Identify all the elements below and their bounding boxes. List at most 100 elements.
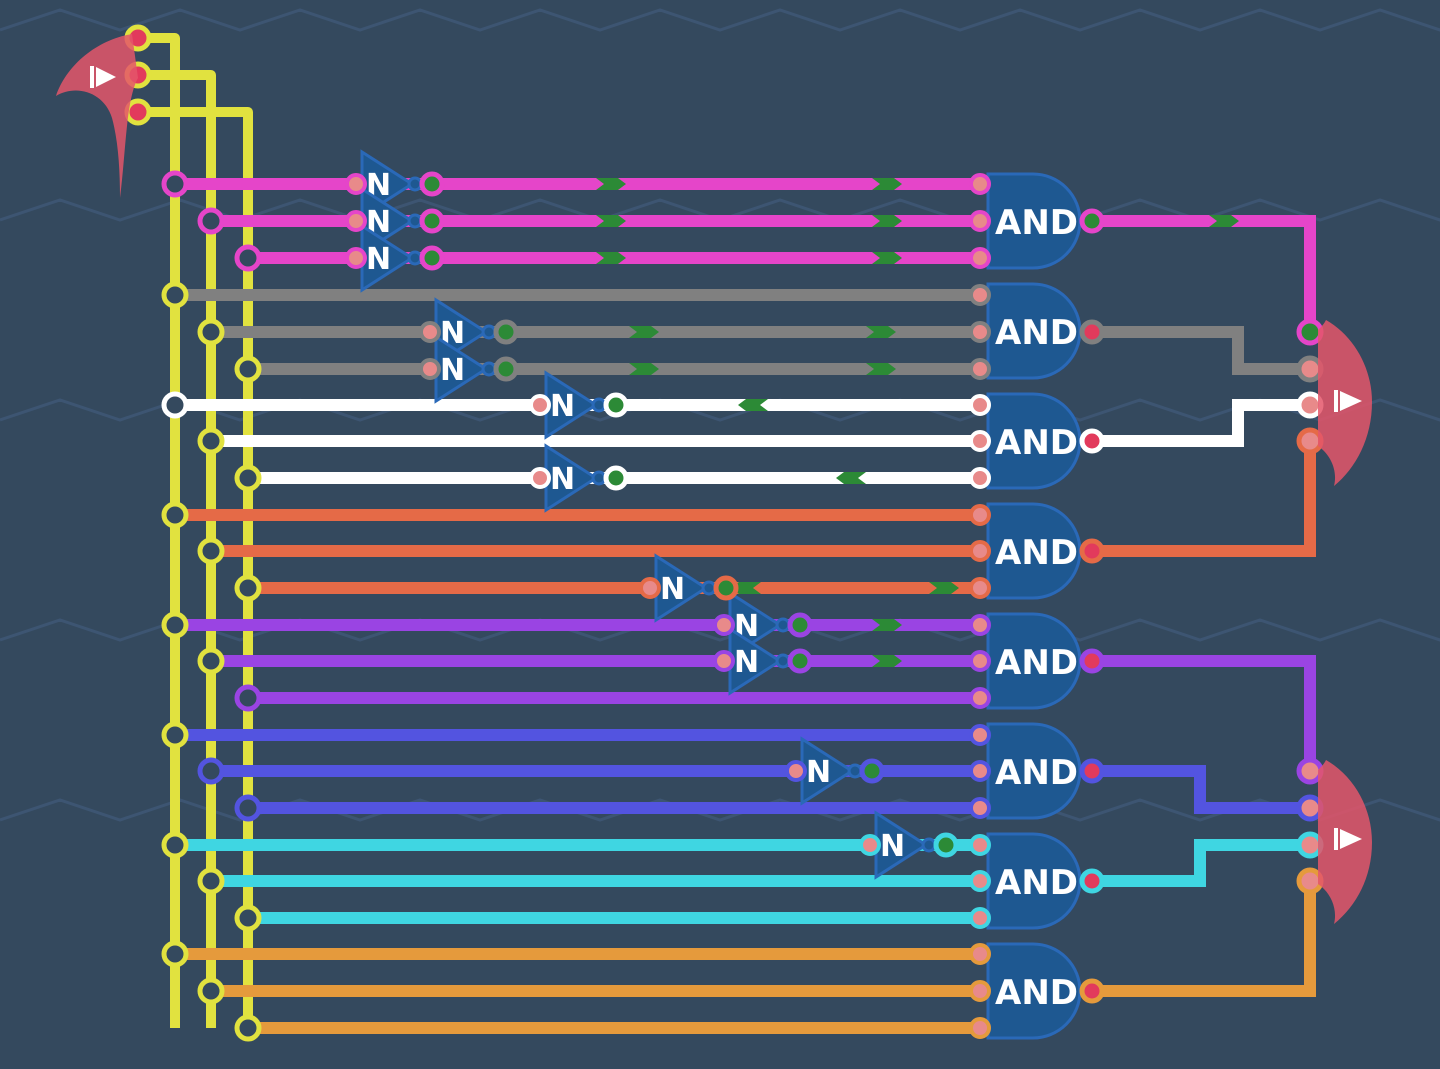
- input-node[interactable]: [56, 34, 138, 198]
- and-gate[interactable]: AND: [986, 942, 1082, 1040]
- not-output-port[interactable]: [933, 832, 959, 858]
- not-gate[interactable]: N: [800, 736, 863, 806]
- and-input-port[interactable]: [969, 358, 991, 380]
- and-output-port[interactable]: [1079, 208, 1105, 234]
- and-input-port[interactable]: [969, 687, 991, 709]
- not-output-port[interactable]: [603, 392, 629, 418]
- and-gate[interactable]: AND: [986, 282, 1082, 380]
- not-output-port[interactable]: [493, 356, 519, 382]
- bus-junction-port[interactable]: [197, 757, 225, 785]
- bus-junction-port[interactable]: [161, 391, 189, 419]
- not-input-port[interactable]: [419, 321, 441, 343]
- and-input-port[interactable]: [969, 577, 991, 599]
- output-node-port[interactable]: [1296, 831, 1324, 859]
- not-input-port[interactable]: [529, 467, 551, 489]
- not-input-port[interactable]: [419, 358, 441, 380]
- bus-junction-port[interactable]: [197, 427, 225, 455]
- and-input-port[interactable]: [969, 834, 991, 856]
- and-input-port[interactable]: [969, 394, 991, 416]
- bus-junction-port[interactable]: [234, 684, 262, 712]
- and-input-port[interactable]: [969, 760, 991, 782]
- and-input-port[interactable]: [969, 870, 991, 892]
- bus-junction-port[interactable]: [234, 355, 262, 383]
- not-gate[interactable]: N: [544, 443, 607, 513]
- not-input-port[interactable]: [713, 650, 735, 672]
- and-input-port[interactable]: [969, 321, 991, 343]
- not-output-port[interactable]: [787, 612, 813, 638]
- bus-junction-port[interactable]: [234, 1014, 262, 1042]
- bus-junction-port[interactable]: [161, 281, 189, 309]
- bus-junction-port[interactable]: [161, 611, 189, 639]
- bus-junction-port[interactable]: [197, 207, 225, 235]
- and-input-port[interactable]: [969, 173, 991, 195]
- output-node-port[interactable]: [1296, 427, 1324, 455]
- not-output-port[interactable]: [603, 465, 629, 491]
- and-output-port[interactable]: [1079, 758, 1105, 784]
- not-input-port[interactable]: [345, 173, 367, 195]
- bus-junction-port[interactable]: [197, 867, 225, 895]
- and-output-port[interactable]: [1079, 428, 1105, 454]
- and-output-port[interactable]: [1079, 648, 1105, 674]
- not-output-port[interactable]: [713, 575, 739, 601]
- bus-junction-port[interactable]: [197, 977, 225, 1005]
- bus-junction-port[interactable]: [161, 940, 189, 968]
- bus-junction-port[interactable]: [234, 464, 262, 492]
- not-input-port[interactable]: [529, 394, 551, 416]
- not-output-port[interactable]: [419, 245, 445, 271]
- not-input-port[interactable]: [345, 247, 367, 269]
- and-input-port[interactable]: [969, 467, 991, 489]
- and-gate[interactable]: AND: [986, 832, 1082, 930]
- not-input-port[interactable]: [639, 577, 661, 599]
- bus-junction-port[interactable]: [161, 831, 189, 859]
- bus-junction-port[interactable]: [197, 318, 225, 346]
- bus-junction-port[interactable]: [197, 647, 225, 675]
- not-input-port[interactable]: [713, 614, 735, 636]
- and-input-port[interactable]: [969, 980, 991, 1002]
- and-input-port[interactable]: [969, 650, 991, 672]
- and-gate[interactable]: AND: [986, 172, 1082, 270]
- output-node-a[interactable]: [1318, 320, 1372, 486]
- and-gate[interactable]: AND: [986, 502, 1082, 600]
- and-input-port[interactable]: [969, 797, 991, 819]
- bus-junction-port[interactable]: [234, 244, 262, 272]
- bus-junction-port[interactable]: [161, 501, 189, 529]
- not-gate[interactable]: N: [544, 370, 607, 440]
- and-output-port[interactable]: [1079, 538, 1105, 564]
- not-input-port[interactable]: [345, 210, 367, 232]
- not-output-port[interactable]: [787, 648, 813, 674]
- not-output-port[interactable]: [419, 171, 445, 197]
- bus-junction-port[interactable]: [234, 904, 262, 932]
- and-input-port[interactable]: [969, 1017, 991, 1039]
- and-gate[interactable]: AND: [986, 392, 1082, 490]
- and-input-port[interactable]: [969, 504, 991, 526]
- and-gate[interactable]: AND: [986, 722, 1082, 820]
- and-input-port[interactable]: [969, 247, 991, 269]
- and-input-port[interactable]: [969, 907, 991, 929]
- and-input-port[interactable]: [969, 284, 991, 306]
- output-node-port[interactable]: [1296, 794, 1324, 822]
- output-node-port[interactable]: [1296, 355, 1324, 383]
- and-input-port[interactable]: [969, 724, 991, 746]
- and-input-port[interactable]: [969, 210, 991, 232]
- input-node-port[interactable]: [124, 98, 152, 126]
- not-gate[interactable]: N: [360, 223, 423, 293]
- not-input-port[interactable]: [785, 760, 807, 782]
- and-input-port[interactable]: [969, 614, 991, 636]
- bus-junction-port[interactable]: [161, 721, 189, 749]
- output-node-port[interactable]: [1296, 318, 1324, 346]
- and-output-port[interactable]: [1079, 868, 1105, 894]
- bus-junction-port[interactable]: [197, 537, 225, 565]
- bus-junction-port[interactable]: [234, 794, 262, 822]
- not-input-port[interactable]: [859, 834, 881, 856]
- and-input-port[interactable]: [969, 540, 991, 562]
- and-output-port[interactable]: [1079, 978, 1105, 1004]
- and-gate[interactable]: AND: [986, 612, 1082, 710]
- and-input-port[interactable]: [969, 943, 991, 965]
- and-input-port[interactable]: [969, 430, 991, 452]
- not-output-port[interactable]: [493, 319, 519, 345]
- output-node-port[interactable]: [1296, 391, 1324, 419]
- not-gate[interactable]: N: [654, 553, 717, 623]
- output-node-port[interactable]: [1296, 757, 1324, 785]
- bus-junction-port[interactable]: [161, 170, 189, 198]
